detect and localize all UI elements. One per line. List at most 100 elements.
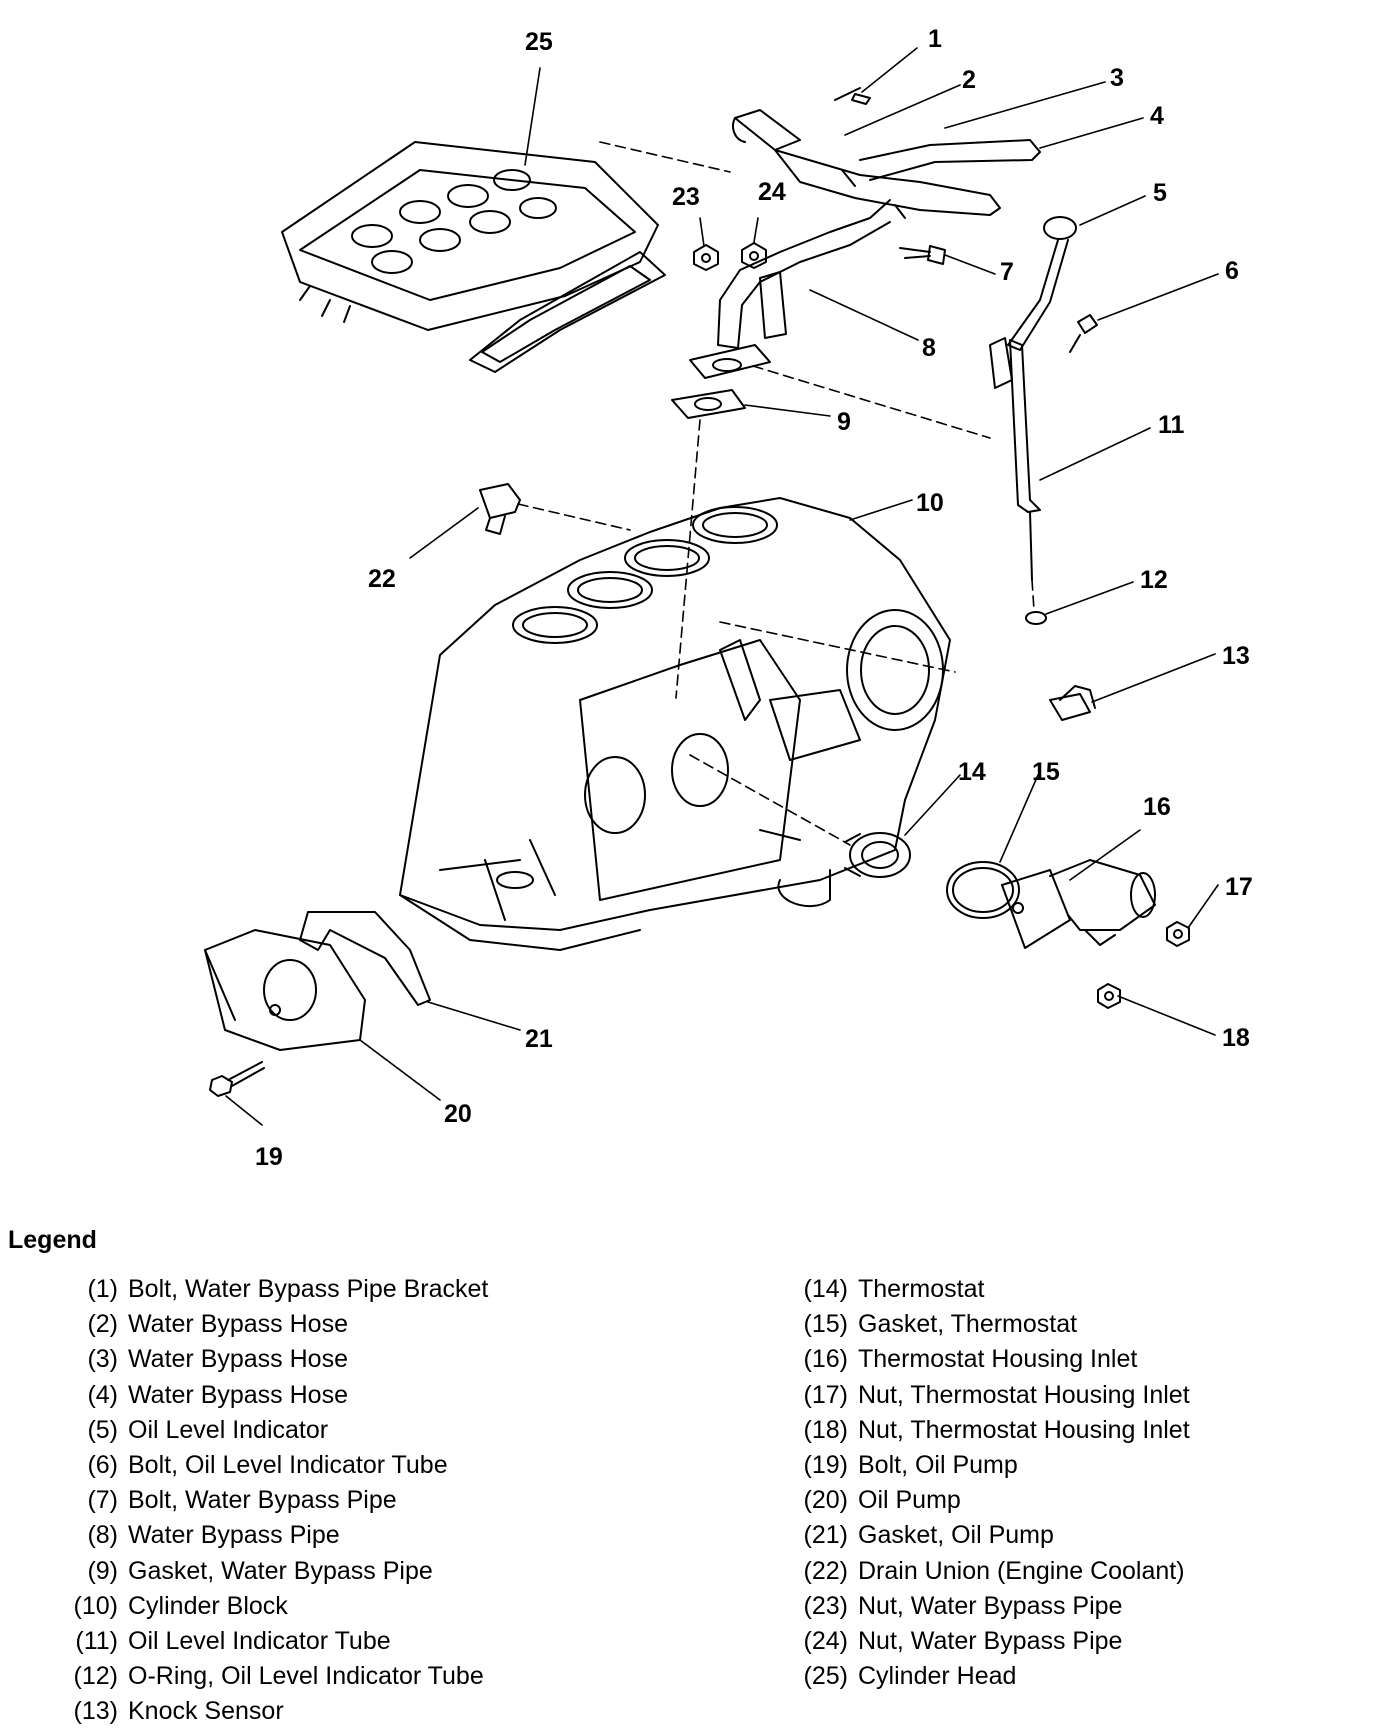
legend-item-label: Bolt, Oil Level Indicator Tube (128, 1450, 448, 1479)
cylinder-head-part (281, 141, 666, 373)
bypass-pipe-nuts (693, 242, 767, 271)
callout-labels: 1 2 3 4 5 6 7 8 9 10 11 12 13 14 15 16 1… (255, 25, 1253, 1171)
legend-item: (23) Nut, Water Bypass Pipe (782, 1589, 1190, 1624)
callout-13: 13 (1222, 642, 1250, 670)
legend-item-label: Bolt, Oil Pump (858, 1450, 1018, 1479)
water-bypass-pipe-assembly (689, 87, 1041, 379)
alignment-lines (517, 141, 1035, 846)
callout-3: 3 (1110, 64, 1124, 92)
drain-union-part (479, 483, 521, 535)
legend-item-label: Water Bypass Hose (128, 1310, 348, 1339)
housing-inlet-nuts (1097, 921, 1190, 1009)
legend-item-number: (14) (803, 1275, 848, 1303)
callout-24: 24 (758, 178, 786, 206)
legend-item-number: (23) (803, 1591, 848, 1620)
legend-item-number: (19) (803, 1450, 848, 1479)
legend-item: (2) Water Bypass Hose (40, 1307, 488, 1342)
legend-item-number: (22) (803, 1556, 848, 1585)
legend-item: (21)Gasket, Oil Pump (782, 1518, 1190, 1553)
callout-5: 5 (1153, 179, 1167, 207)
legend-item-label: Bolt, Water Bypass Pipe Bracket (128, 1275, 489, 1303)
legend-title: Legend (8, 1226, 97, 1254)
cylinder-block-part (399, 497, 951, 951)
legend-item-label: Water Bypass Pipe (128, 1521, 340, 1550)
legend-item-number: (7) (87, 1486, 118, 1515)
legend-column-left: (1) Bolt, Water Bypass Pipe Bracket (2) Wa… (40, 1272, 489, 1729)
legend-item-number: (1) (87, 1275, 118, 1303)
oil-pump-parts (204, 911, 431, 1097)
callout-22: 22 (368, 565, 396, 593)
legend-item: (5)Oil Level Indicator (40, 1413, 488, 1448)
legend-item-label: Water Bypass Hose (128, 1345, 348, 1374)
callout-10: 10 (916, 489, 944, 517)
legend-item-number: (12) (73, 1662, 118, 1691)
legend-item: (18) Nut, Thermostat Housing Inlet (782, 1413, 1190, 1448)
callout-14: 14 (958, 758, 986, 786)
legend-item-number: (2) (87, 1310, 118, 1339)
callout-7: 7 (1000, 258, 1014, 286)
legend-item: (13) Knock Sensor (40, 1694, 488, 1729)
legend-item-label: Cylinder Head (858, 1662, 1017, 1691)
legend-item: (7) Bolt, Water Bypass Pipe (40, 1483, 488, 1518)
thermostat-gasket-part (946, 861, 1020, 919)
legend-item: (20)Oil Pump (782, 1483, 1190, 1518)
legend-item-label: Gasket, Thermostat (858, 1310, 1078, 1339)
callout-12: 12 (1140, 566, 1168, 594)
legend-item-label: O-Ring, Oil Level Indicator Tube (128, 1662, 484, 1691)
legend-item-number: (13) (73, 1697, 118, 1726)
legend-item-label: Thermostat Housing Inlet (858, 1345, 1138, 1374)
legend-item-label: Drain Union (Engine Coolant) (858, 1556, 1185, 1585)
legend-item: (24)Nut, Water Bypass Pipe (782, 1624, 1190, 1659)
legend-item-number: (18) (803, 1415, 848, 1444)
legend-item: (22) Drain Union (Engine Coolant) (782, 1554, 1190, 1589)
legend-item-label: Thermostat (858, 1275, 985, 1303)
legend-item: (14) Thermostat (782, 1272, 1190, 1307)
legend-item-number: (15) (803, 1310, 848, 1339)
legend-item-label: Bolt, Water Bypass Pipe (128, 1486, 397, 1515)
legend-item-number: (11) (75, 1626, 118, 1655)
legend-item-number: (6) (87, 1450, 118, 1479)
callout-21: 21 (525, 1025, 553, 1053)
legend-item: (17)Nut, Thermostat Housing Inlet (782, 1378, 1190, 1413)
legend-item: (25)Cylinder Head (782, 1659, 1190, 1694)
legend-column-right: (14) Thermostat (15) Gasket, Thermostat (1… (782, 1272, 1190, 1694)
legend-item: (6) Bolt, Oil Level Indicator Tube (40, 1448, 488, 1483)
callout-15: 15 (1032, 758, 1060, 786)
legend-item-number: (21) (803, 1521, 848, 1550)
legend-item-label: Nut, Water Bypass Pipe (858, 1626, 1123, 1655)
bypass-pipe-bolt (899, 245, 946, 265)
exploded-engine-diagram: 1 2 3 4 5 6 7 8 9 10 11 12 13 14 15 16 1… (204, 25, 1253, 1171)
legend-item-number: (20) (803, 1486, 848, 1515)
callout-4: 4 (1150, 102, 1164, 130)
legend-item: (8) Water Bypass Pipe (40, 1518, 488, 1553)
legend-item-label: Oil Level Indicator Tube (128, 1626, 391, 1655)
legend-item: (9)Gasket, Water Bypass Pipe (40, 1554, 488, 1589)
callout-6: 6 (1225, 257, 1239, 285)
legend-item-label: Nut, Thermostat Housing Inlet (858, 1415, 1190, 1444)
thermostat-housing-part (1001, 859, 1156, 949)
legend-item-label: Oil Level Indicator (128, 1415, 329, 1444)
legend-item-number: (9) (87, 1556, 118, 1585)
legend-item-number: (8) (87, 1521, 118, 1550)
legend-item-label: Knock Sensor (128, 1697, 284, 1726)
leader-lines (225, 47, 1219, 1126)
thermostat-part (844, 832, 911, 878)
callout-2: 2 (962, 66, 976, 94)
callout-11: 11 (1158, 411, 1185, 439)
legend-item: (11) Oil Level Indicator Tube (40, 1624, 488, 1659)
callout-1: 1 (928, 25, 942, 53)
oil-level-indicator-parts (989, 216, 1098, 625)
callout-8: 8 (922, 334, 936, 362)
legend-item-label: Water Bypass Hose (128, 1380, 348, 1409)
callout-16: 16 (1143, 793, 1171, 821)
callout-23: 23 (672, 183, 700, 211)
knock-sensor-part (1049, 685, 1096, 721)
callout-20: 20 (444, 1100, 472, 1128)
legend-item-number: (17) (803, 1380, 848, 1409)
callout-25: 25 (525, 28, 553, 56)
legend-item-label: Nut, Water Bypass Pipe (858, 1591, 1123, 1620)
legend-item: (19) Bolt, Oil Pump (782, 1448, 1190, 1483)
legend-item-number: (16) (803, 1345, 848, 1374)
callout-19: 19 (255, 1143, 283, 1171)
callout-17: 17 (1225, 873, 1253, 901)
